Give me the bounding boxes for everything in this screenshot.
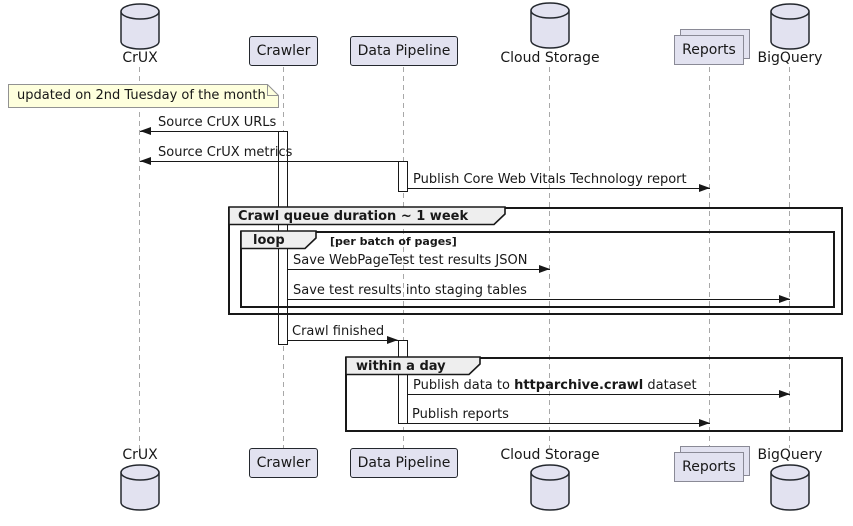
database-icon: [528, 2, 572, 53]
message-label: Source CrUX metrics: [158, 145, 293, 160]
database-icon: [528, 464, 572, 515]
participant-bigquery-bottom-label: BigQuery: [757, 447, 823, 463]
message-label: Publish data to httparchive.crawl datase…: [413, 378, 697, 393]
loop-condition: [per batch of pages]: [330, 235, 457, 248]
message-line: [140, 161, 398, 162]
message-label: Publish reports: [412, 407, 509, 422]
message-line: [288, 269, 550, 270]
participant-data-pipeline-bottom: Data Pipeline: [350, 448, 458, 478]
message-line: [408, 394, 790, 395]
group-crawl-queue-header: Crawl queue duration ~ 1 week: [228, 206, 508, 230]
participant-reports-top-label: Reports: [674, 35, 744, 65]
participant-cloud-storage-bottom-label: Cloud Storage: [500, 447, 600, 463]
message-line: [408, 423, 710, 424]
participant-reports-bottom-label: Reports: [674, 452, 744, 482]
message-label: Crawl finished: [292, 324, 385, 339]
arrowhead-right-icon: [779, 295, 790, 303]
group-within-a-day-header: within a day: [345, 356, 483, 380]
activation-data-pipeline-1: [398, 161, 408, 192]
message-label: Publish Core Web Vitals Technology repor…: [413, 172, 687, 187]
group-within-a-day: [345, 357, 843, 432]
lifeline-cloud-storage: [549, 67, 550, 448]
loop-title: loop: [253, 233, 285, 248]
group-crawl-queue-title: Crawl queue duration ~ 1 week: [238, 209, 469, 224]
participant-crawler-bottom: Crawler: [249, 448, 318, 478]
database-icon: [118, 464, 162, 515]
participant-crux-bottom-label: CrUX: [122, 447, 158, 463]
participant-cloud-storage-top-label: Cloud Storage: [500, 50, 600, 66]
lifeline-bigquery: [789, 67, 790, 448]
loop-fragment: [240, 231, 835, 308]
participant-bigquery-top-label: BigQuery: [757, 50, 823, 66]
lifeline-crux: [139, 67, 140, 448]
message-label-prefix: Publish data to: [413, 378, 515, 393]
arrowhead-right-icon: [699, 419, 710, 427]
participant-crux-top-label: CrUX: [122, 50, 158, 66]
participant-reports-bottom: Reports: [674, 446, 751, 483]
message-label-bold: httparchive.crawl: [514, 378, 644, 393]
message-line: [408, 188, 710, 189]
database-icon: [768, 3, 812, 54]
note: updated on 2nd Tuesday of the month: [8, 84, 279, 108]
loop-header: loop: [240, 230, 320, 254]
message-label: Save test results into staging tables: [293, 283, 527, 298]
arrowhead-left-icon: [140, 157, 151, 165]
arrowhead-right-icon: [699, 184, 710, 192]
participant-data-pipeline-top: Data Pipeline: [350, 36, 458, 66]
arrowhead-right-icon: [387, 336, 398, 344]
message-label: Source CrUX URLs: [158, 115, 277, 130]
message-label: Save WebPageTest test results JSON: [293, 253, 528, 268]
arrowhead-right-icon: [539, 265, 550, 273]
message-line: [140, 131, 278, 132]
participant-crawler-top: Crawler: [249, 36, 318, 66]
message-line: [288, 299, 790, 300]
note-background: [8, 84, 279, 108]
database-icon: [768, 464, 812, 515]
activation-data-pipeline-2: [398, 340, 408, 424]
participant-reports-top: Reports: [674, 29, 751, 66]
message-line: [288, 340, 398, 341]
lifeline-reports: [709, 67, 710, 448]
arrowhead-right-icon: [779, 390, 790, 398]
lifeline-data-pipeline: [403, 67, 404, 448]
database-icon: [118, 3, 162, 54]
note-text: updated on 2nd Tuesday of the month: [17, 88, 266, 103]
group-within-a-day-title: within a day: [356, 359, 446, 374]
group-crawl-queue: [228, 207, 843, 315]
arrowhead-left-icon: [140, 127, 151, 135]
message-label-suffix: dataset: [643, 378, 697, 393]
